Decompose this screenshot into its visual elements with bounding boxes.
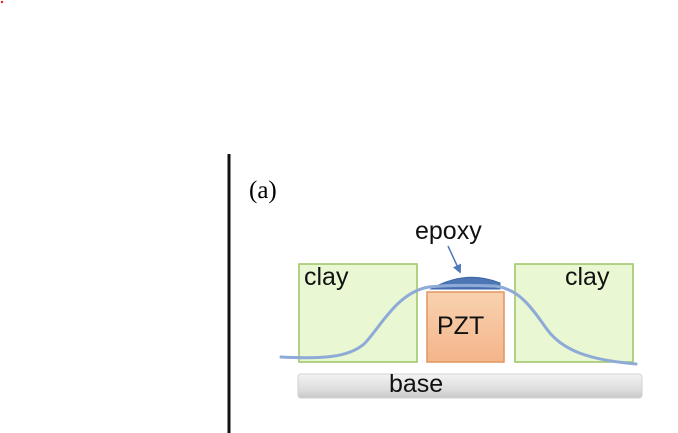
pzt-label: PZT bbox=[437, 312, 484, 340]
clay-left-label: clay bbox=[304, 263, 349, 291]
corner-dot bbox=[0, 0, 4, 4]
base-plate bbox=[297, 373, 643, 399]
base-label: base bbox=[389, 370, 443, 398]
pzt-block bbox=[426, 291, 505, 363]
clay-right-label: clay bbox=[565, 263, 610, 291]
epoxy-label: epoxy bbox=[415, 217, 482, 245]
panel-label: (a) bbox=[249, 177, 277, 204]
clay-left-block bbox=[298, 263, 418, 363]
epoxy-arrow bbox=[447, 245, 462, 274]
deformation-curve bbox=[279, 283, 638, 366]
